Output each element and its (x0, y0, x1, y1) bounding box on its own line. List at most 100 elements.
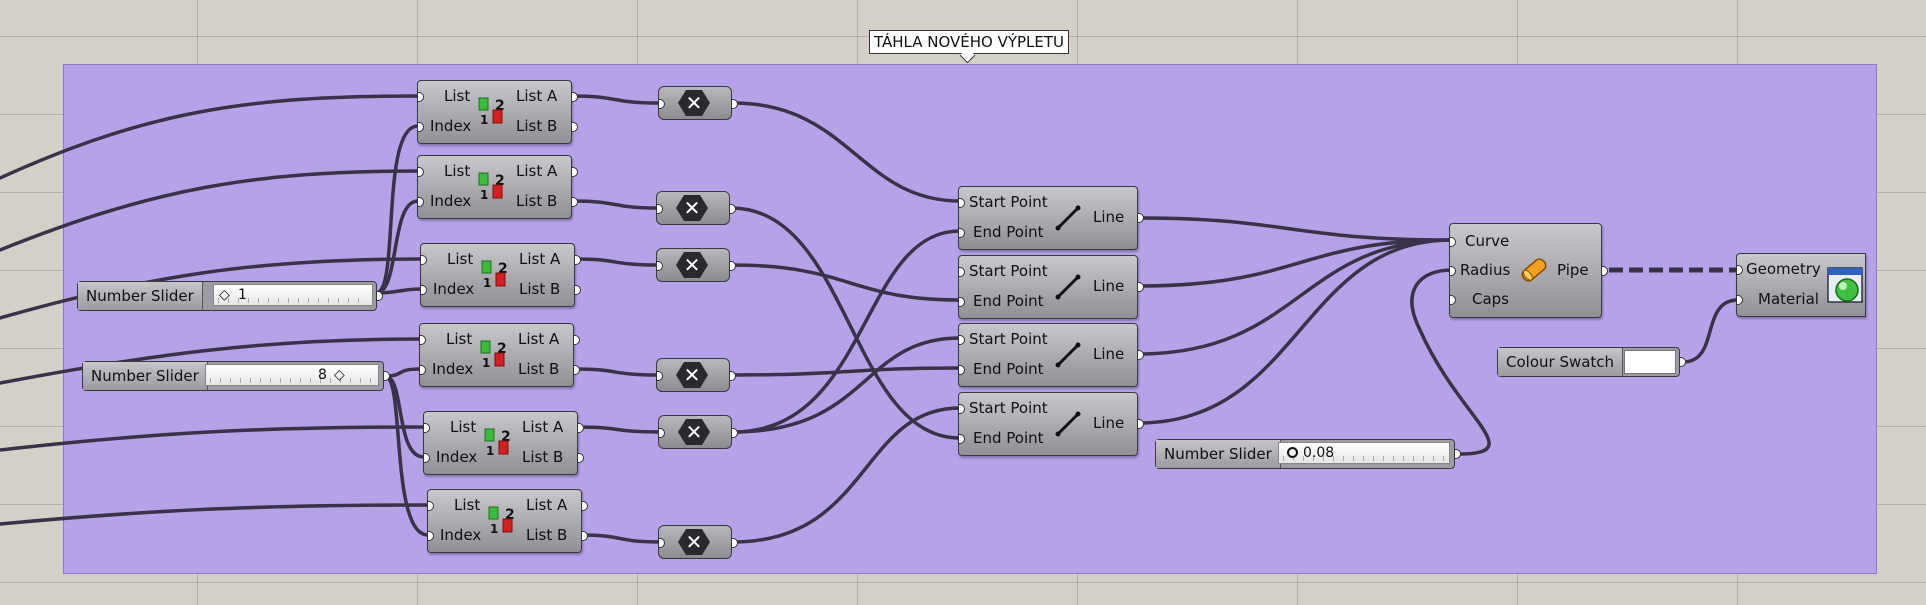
input-port-index[interactable] (420, 285, 427, 295)
swatch-output-port[interactable] (1679, 357, 1686, 367)
output-port-line[interactable] (1137, 350, 1144, 360)
output-port-list-b[interactable] (571, 197, 578, 207)
line-component[interactable]: Start Point End Point Line (958, 255, 1144, 319)
input-port-index[interactable] (419, 365, 426, 375)
input-port-index[interactable] (423, 453, 430, 463)
input-port-end-point[interactable] (958, 365, 965, 375)
wire (1136, 238, 1454, 356)
output-label-list-b: List B (516, 117, 558, 135)
input-port[interactable] (658, 538, 665, 548)
input-port-index[interactable] (417, 122, 424, 132)
input-port-curve[interactable] (1449, 237, 1456, 247)
input-port-caps[interactable] (1449, 295, 1456, 305)
output-port-list-a[interactable] (577, 423, 584, 433)
slider-grip-icon[interactable]: ◇ (219, 287, 230, 303)
slider-track[interactable]: ◇ 1 (213, 284, 373, 306)
slider-ticks (210, 378, 374, 383)
group-title[interactable]: TÁHLA NOVÉHO VÝPLETU (869, 30, 1069, 54)
output-port-list-b[interactable] (573, 365, 580, 375)
slider-track[interactable]: 0.08 (1278, 442, 1450, 464)
output-port-list-a[interactable] (571, 92, 578, 102)
output-port-list-a[interactable] (574, 255, 581, 265)
number-slider[interactable]: Number Slider 8 ◇ (82, 361, 390, 391)
list-item-component[interactable]: List Index 2 1 List A List B (417, 155, 578, 219)
wire (1136, 216, 1454, 242)
input-port-list[interactable] (427, 501, 434, 511)
input-port-index[interactable] (427, 531, 434, 541)
input-port-list[interactable] (420, 255, 427, 265)
input-port-list[interactable] (417, 92, 424, 102)
input-port-list[interactable] (419, 335, 426, 345)
line-component[interactable]: Start Point End Point Line (958, 323, 1144, 387)
list-item-component[interactable]: List Index 2 1 List A List B (423, 411, 584, 475)
custom-preview-component[interactable]: Geometry Material (1736, 253, 1866, 317)
swatch-color-box[interactable] (1624, 350, 1676, 374)
output-port-line[interactable] (1137, 419, 1144, 429)
input-port-start-point[interactable] (958, 335, 965, 345)
slider-grip-icon[interactable] (1287, 447, 1298, 458)
slider-output-port[interactable] (1454, 449, 1461, 459)
input-port-start-point[interactable] (958, 404, 965, 414)
input-port-material[interactable] (1736, 295, 1743, 305)
list-item-component[interactable]: List Index 2 1 List A List B (420, 243, 581, 307)
svg-text:1: 1 (480, 113, 488, 127)
slider-track[interactable]: 8 ◇ (205, 364, 379, 386)
slider-output-port[interactable] (383, 371, 390, 381)
output-port-line[interactable] (1137, 282, 1144, 292)
input-port-end-point[interactable] (958, 297, 965, 307)
output-port-list-a[interactable] (571, 167, 578, 177)
input-port[interactable] (656, 204, 663, 214)
negative-component[interactable]: ✕ (658, 525, 738, 559)
output-port[interactable] (729, 204, 736, 214)
output-port[interactable] (729, 371, 736, 381)
input-port[interactable] (656, 371, 663, 381)
input-port-list[interactable] (417, 167, 424, 177)
output-port-list-b[interactable] (574, 285, 581, 295)
output-port[interactable] (731, 428, 738, 438)
list-item-component[interactable]: List Index 2 1 List A List B (419, 323, 580, 387)
list-item-component[interactable]: List Index 2 1 List A List B (427, 489, 588, 553)
input-port-list[interactable] (423, 423, 430, 433)
wire (0, 94, 420, 180)
output-port-list-b[interactable] (571, 122, 578, 132)
negative-component[interactable]: ✕ (656, 191, 736, 225)
output-port-list-b[interactable] (577, 453, 584, 463)
pipe-component[interactable]: Curve Radius Caps Pipe (1449, 223, 1608, 318)
input-port-start-point[interactable] (958, 267, 965, 277)
slider-grip-icon[interactable]: ◇ (334, 367, 345, 383)
input-port[interactable] (658, 428, 665, 438)
svg-text:2: 2 (495, 98, 505, 114)
output-port-line[interactable] (1137, 213, 1144, 223)
input-port-end-point[interactable] (958, 228, 965, 238)
output-port-list-a[interactable] (581, 501, 588, 511)
input-port[interactable] (656, 261, 663, 271)
number-slider[interactable]: Number Slider ◇ 1 (77, 281, 383, 311)
slider-output-port[interactable] (376, 291, 383, 301)
input-port-end-point[interactable] (958, 434, 965, 444)
line-component[interactable]: Start Point End Point Line (958, 186, 1144, 250)
output-port[interactable] (729, 261, 736, 271)
negative-component[interactable]: ✕ (658, 86, 738, 120)
list-item-component[interactable]: List Index 2 1 List A List B (417, 80, 578, 144)
output-port-list-b[interactable] (581, 531, 588, 541)
group-box[interactable] (63, 64, 1877, 574)
input-port-start-point[interactable] (958, 198, 965, 208)
number-slider[interactable]: Number Slider 0.08 (1155, 439, 1461, 469)
output-port-pipe[interactable] (1601, 266, 1608, 276)
negative-component[interactable]: ✕ (658, 415, 738, 449)
line-component[interactable]: Start Point End Point Line (958, 392, 1144, 456)
negative-component[interactable]: ✕ (656, 358, 736, 392)
input-port-index[interactable] (417, 197, 424, 207)
input-label-list: List (444, 87, 471, 105)
input-port-radius[interactable] (1449, 266, 1456, 276)
colour-swatch[interactable]: Colour Swatch (1497, 347, 1686, 377)
input-port[interactable] (658, 99, 665, 109)
output-port[interactable] (731, 99, 738, 109)
output-port-list-a[interactable] (573, 335, 580, 345)
input-port-geometry[interactable] (1736, 265, 1743, 275)
negative-component[interactable]: ✕ (656, 248, 736, 282)
output-port[interactable] (731, 538, 738, 548)
wire (0, 425, 426, 452)
svg-text:2: 2 (505, 507, 515, 523)
